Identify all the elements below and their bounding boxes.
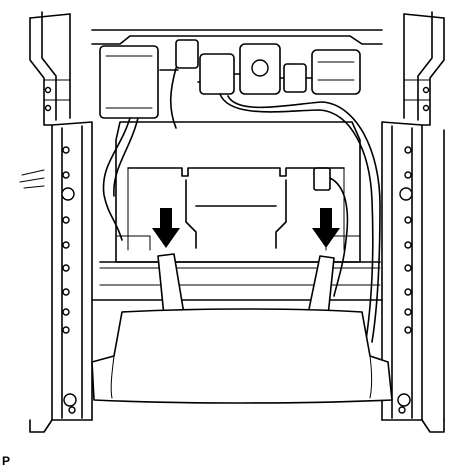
wire-harness — [102, 67, 381, 343]
left-push-arrow — [152, 208, 180, 248]
right-frame-rail — [381, 11, 445, 421]
seat-pan — [91, 121, 383, 301]
top-mechanism — [91, 29, 383, 119]
figure-label: P — [2, 454, 11, 468]
left-rail-holes — [44, 86, 77, 407]
left-frame-rail — [19, 11, 93, 421]
bottom-brackets — [29, 406, 445, 433]
right-rail-holes — [397, 86, 430, 407]
right-strap — [307, 255, 335, 317]
right-push-arrow — [312, 208, 340, 248]
front-cushion-pad — [91, 308, 393, 404]
